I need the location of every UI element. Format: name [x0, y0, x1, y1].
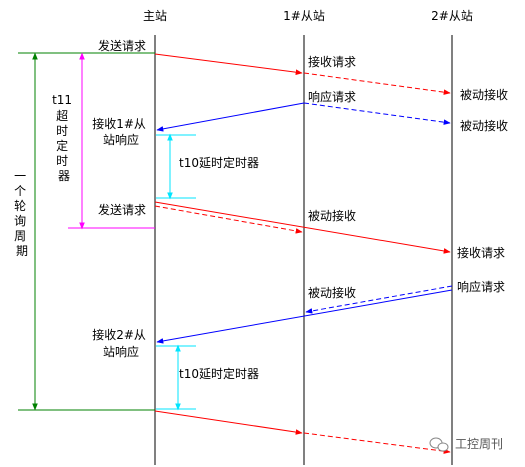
recv-slave2-line1: 接收2#从 — [92, 327, 146, 342]
slave2-station-header: 2#从站 — [431, 9, 473, 23]
slave2-receive-request: 接收请求 — [457, 245, 505, 260]
master-receive-slave2-response: 接收2#从 站响应 — [92, 327, 150, 359]
recv-slave2-line2: 站响应 — [103, 344, 139, 359]
slave1-response-request: 响应请求 — [308, 89, 356, 104]
poll-cycle-char: 个 — [14, 184, 26, 198]
slave2-passive-receive-1: 被动接收 — [460, 87, 508, 102]
t11-timer-char: 超 — [56, 108, 68, 123]
t11-timer-char: 器 — [58, 169, 70, 183]
t11-timer-label: t11 超 时 定 时 器 — [52, 93, 76, 183]
request-arrow-to-slave1-next — [154, 410, 303, 435]
master-receive-slave1-response: 接收1#从 站响应 — [92, 116, 150, 147]
master-station-header: 主站 — [143, 9, 167, 23]
master-send-request-2: 发送请求 — [98, 202, 146, 217]
slave2-passive-receive-2: 被动接收 — [460, 118, 508, 133]
poll-cycle-char: 一 — [14, 169, 26, 183]
poll-cycle-char: 周 — [14, 229, 26, 243]
response-arrow-slave2-to-slave1-dashed — [305, 285, 453, 314]
slave1-passive-receive-2: 被动接收 — [308, 285, 356, 300]
t11-timer-char: 时 — [56, 154, 68, 168]
response-arrow-slave2-to-master — [156, 289, 453, 344]
request-arrow-to-slave1 — [154, 53, 303, 75]
t10-delay-timer-a: t10延时定时器 — [179, 155, 259, 170]
recv-slave1-line1: 接收1#从 — [92, 116, 146, 131]
request-arrow-to-slave2-next-dashed — [303, 432, 451, 454]
poll-cycle-char: 期 — [16, 244, 28, 258]
watermark: 工控周刊 — [429, 437, 503, 452]
slave2-response-request: 响应请求 — [457, 279, 505, 294]
watermark-text: 工控周刊 — [455, 437, 503, 451]
response-arrow-slave1-to-master — [156, 102, 305, 132]
master-send-request-1: 发送请求 — [98, 38, 146, 53]
slave1-receive-request: 接收请求 — [308, 54, 356, 69]
poll-cycle-char: 轮 — [14, 199, 26, 213]
t11-timer-char: 定 — [56, 138, 68, 153]
request-arrow-to-slave2 — [154, 201, 451, 254]
poll-cycle-char: 询 — [14, 214, 26, 228]
recv-slave1-line2: 站响应 — [103, 132, 139, 147]
t10-delay-timer-b: t10延时定时器 — [179, 366, 259, 381]
request-arrow-to-slave1-dashed — [154, 205, 303, 234]
poll-cycle-label: 一 个 轮 询 周 期 — [14, 169, 30, 258]
slave1-passive-receive-1: 被动接收 — [308, 208, 356, 223]
t11-timer-line1: t11 — [52, 93, 72, 107]
t11-timer-char: 时 — [56, 124, 68, 138]
slave1-station-header: 1#从站 — [283, 9, 325, 23]
request-arrow-to-slave2-dashed — [303, 72, 451, 95]
response-arrow-slave1-to-slave2-dashed — [303, 102, 451, 125]
wechat-icon — [429, 437, 449, 452]
